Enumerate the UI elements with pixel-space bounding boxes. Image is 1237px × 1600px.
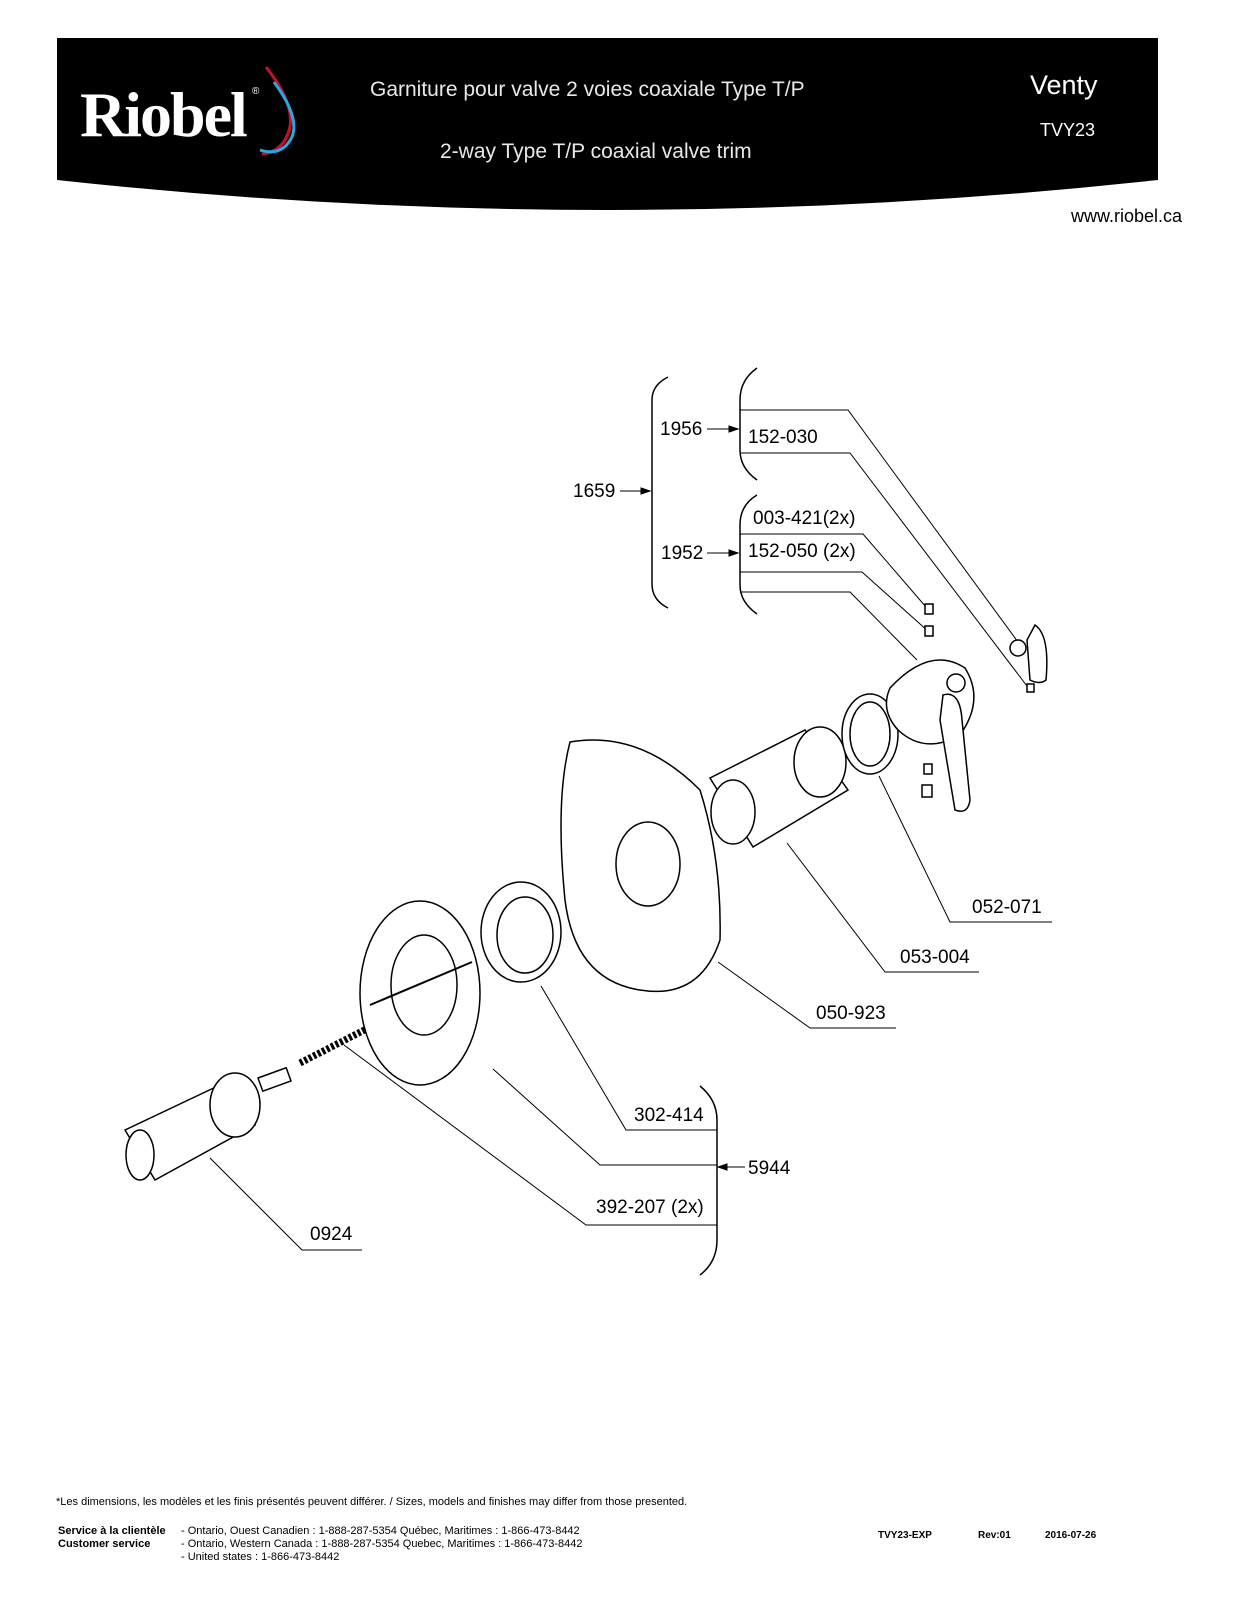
document-code: TVY23-EXP [878,1530,932,1541]
service-label-fr: Service à la clientèle [58,1525,166,1537]
part-label-1956: 1956 [660,419,702,440]
water-drop-icon [259,66,296,156]
part-label-392-207: 392-207 (2x) [596,1197,704,1218]
logo: Riobel [80,79,248,150]
handle-lever [939,693,971,812]
bracket-5944 [699,1085,718,1276]
part-label-052-071: 052-071 [972,897,1042,918]
title-french: Garniture pour valve 2 voies coaxiale Ty… [370,78,805,101]
part-label-152-030: 152-030 [748,427,818,448]
header-banner: Riobel ® Garniture pour valve 2 voies co… [0,0,1237,230]
bracket-1659 [651,376,669,609]
title-english: 2-way Type T/P coaxial valve trim [440,140,752,163]
model-name: Venty [1030,70,1098,100]
model-code: TVY23 [1040,120,1096,140]
registered-mark: ® [252,86,260,97]
part-label-1952: 1952 [661,543,703,564]
document-date: 2016-07-26 [1045,1530,1097,1541]
cartridge-head [209,1072,261,1138]
part-label-053-004: 053-004 [900,947,970,968]
service-line-1: - Ontario, Ouest Canadien : 1-888-287-53… [181,1525,580,1537]
part-label-5944: 5944 [748,1158,791,1179]
part-label-003-421: 003-421(2x) [753,508,855,529]
service-label-en: Customer service [58,1538,151,1550]
service-line-2: - Ontario, Western Canada : 1-888-287-53… [181,1538,583,1550]
disclaimer: *Les dimensions, les modèles et les fini… [56,1496,688,1508]
header-background [57,38,1158,210]
part-label-1659: 1659 [573,481,615,502]
website-link[interactable]: www.riobel.ca [1070,206,1182,226]
part-label-152-050: 152-050 (2x) [748,541,856,562]
service-line-3: - United states : 1-866-473-8442 [181,1551,340,1563]
bracket-1952 [739,494,758,615]
part-label-302-414: 302-414 [634,1105,704,1126]
part-label-0924: 0924 [310,1224,353,1245]
revision: Rev:01 [978,1530,1011,1541]
bracket-1956 [739,367,758,481]
lever-small [1026,623,1048,684]
part-label-050-923: 050-923 [816,1003,886,1024]
